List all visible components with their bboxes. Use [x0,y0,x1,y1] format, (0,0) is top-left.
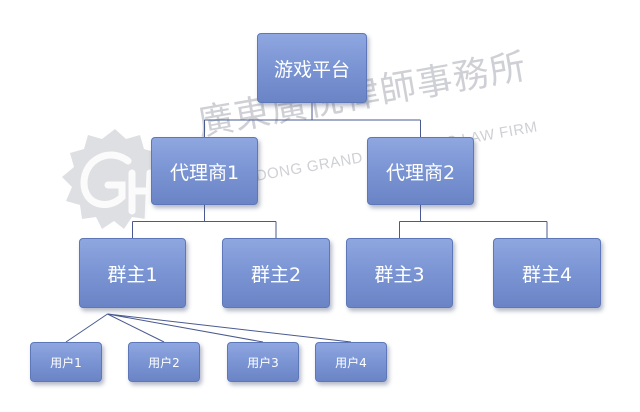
connector-group-user-3 [107,313,264,343]
node-user-1: 用户1 [30,342,102,382]
connector-group-user-4 [107,313,352,343]
connector-group-user-1 [65,313,108,343]
node-agent-2: 代理商2 [367,137,474,205]
connector-group-user-2 [107,313,165,343]
node-group-owner-3: 群主3 [346,238,453,308]
node-agent-1: 代理商1 [151,137,258,205]
gh-monogram-logo-icon [62,129,166,229]
node-user-3: 用户3 [227,342,299,382]
node-group-owner-2: 群主2 [222,238,330,308]
node-group-owner-4: 群主4 [493,238,601,308]
node-game-platform: 游戏平台 [257,33,367,103]
node-user-4: 用户4 [315,342,387,382]
node-user-2: 用户2 [128,342,200,382]
node-group-owner-1: 群主1 [79,238,186,308]
